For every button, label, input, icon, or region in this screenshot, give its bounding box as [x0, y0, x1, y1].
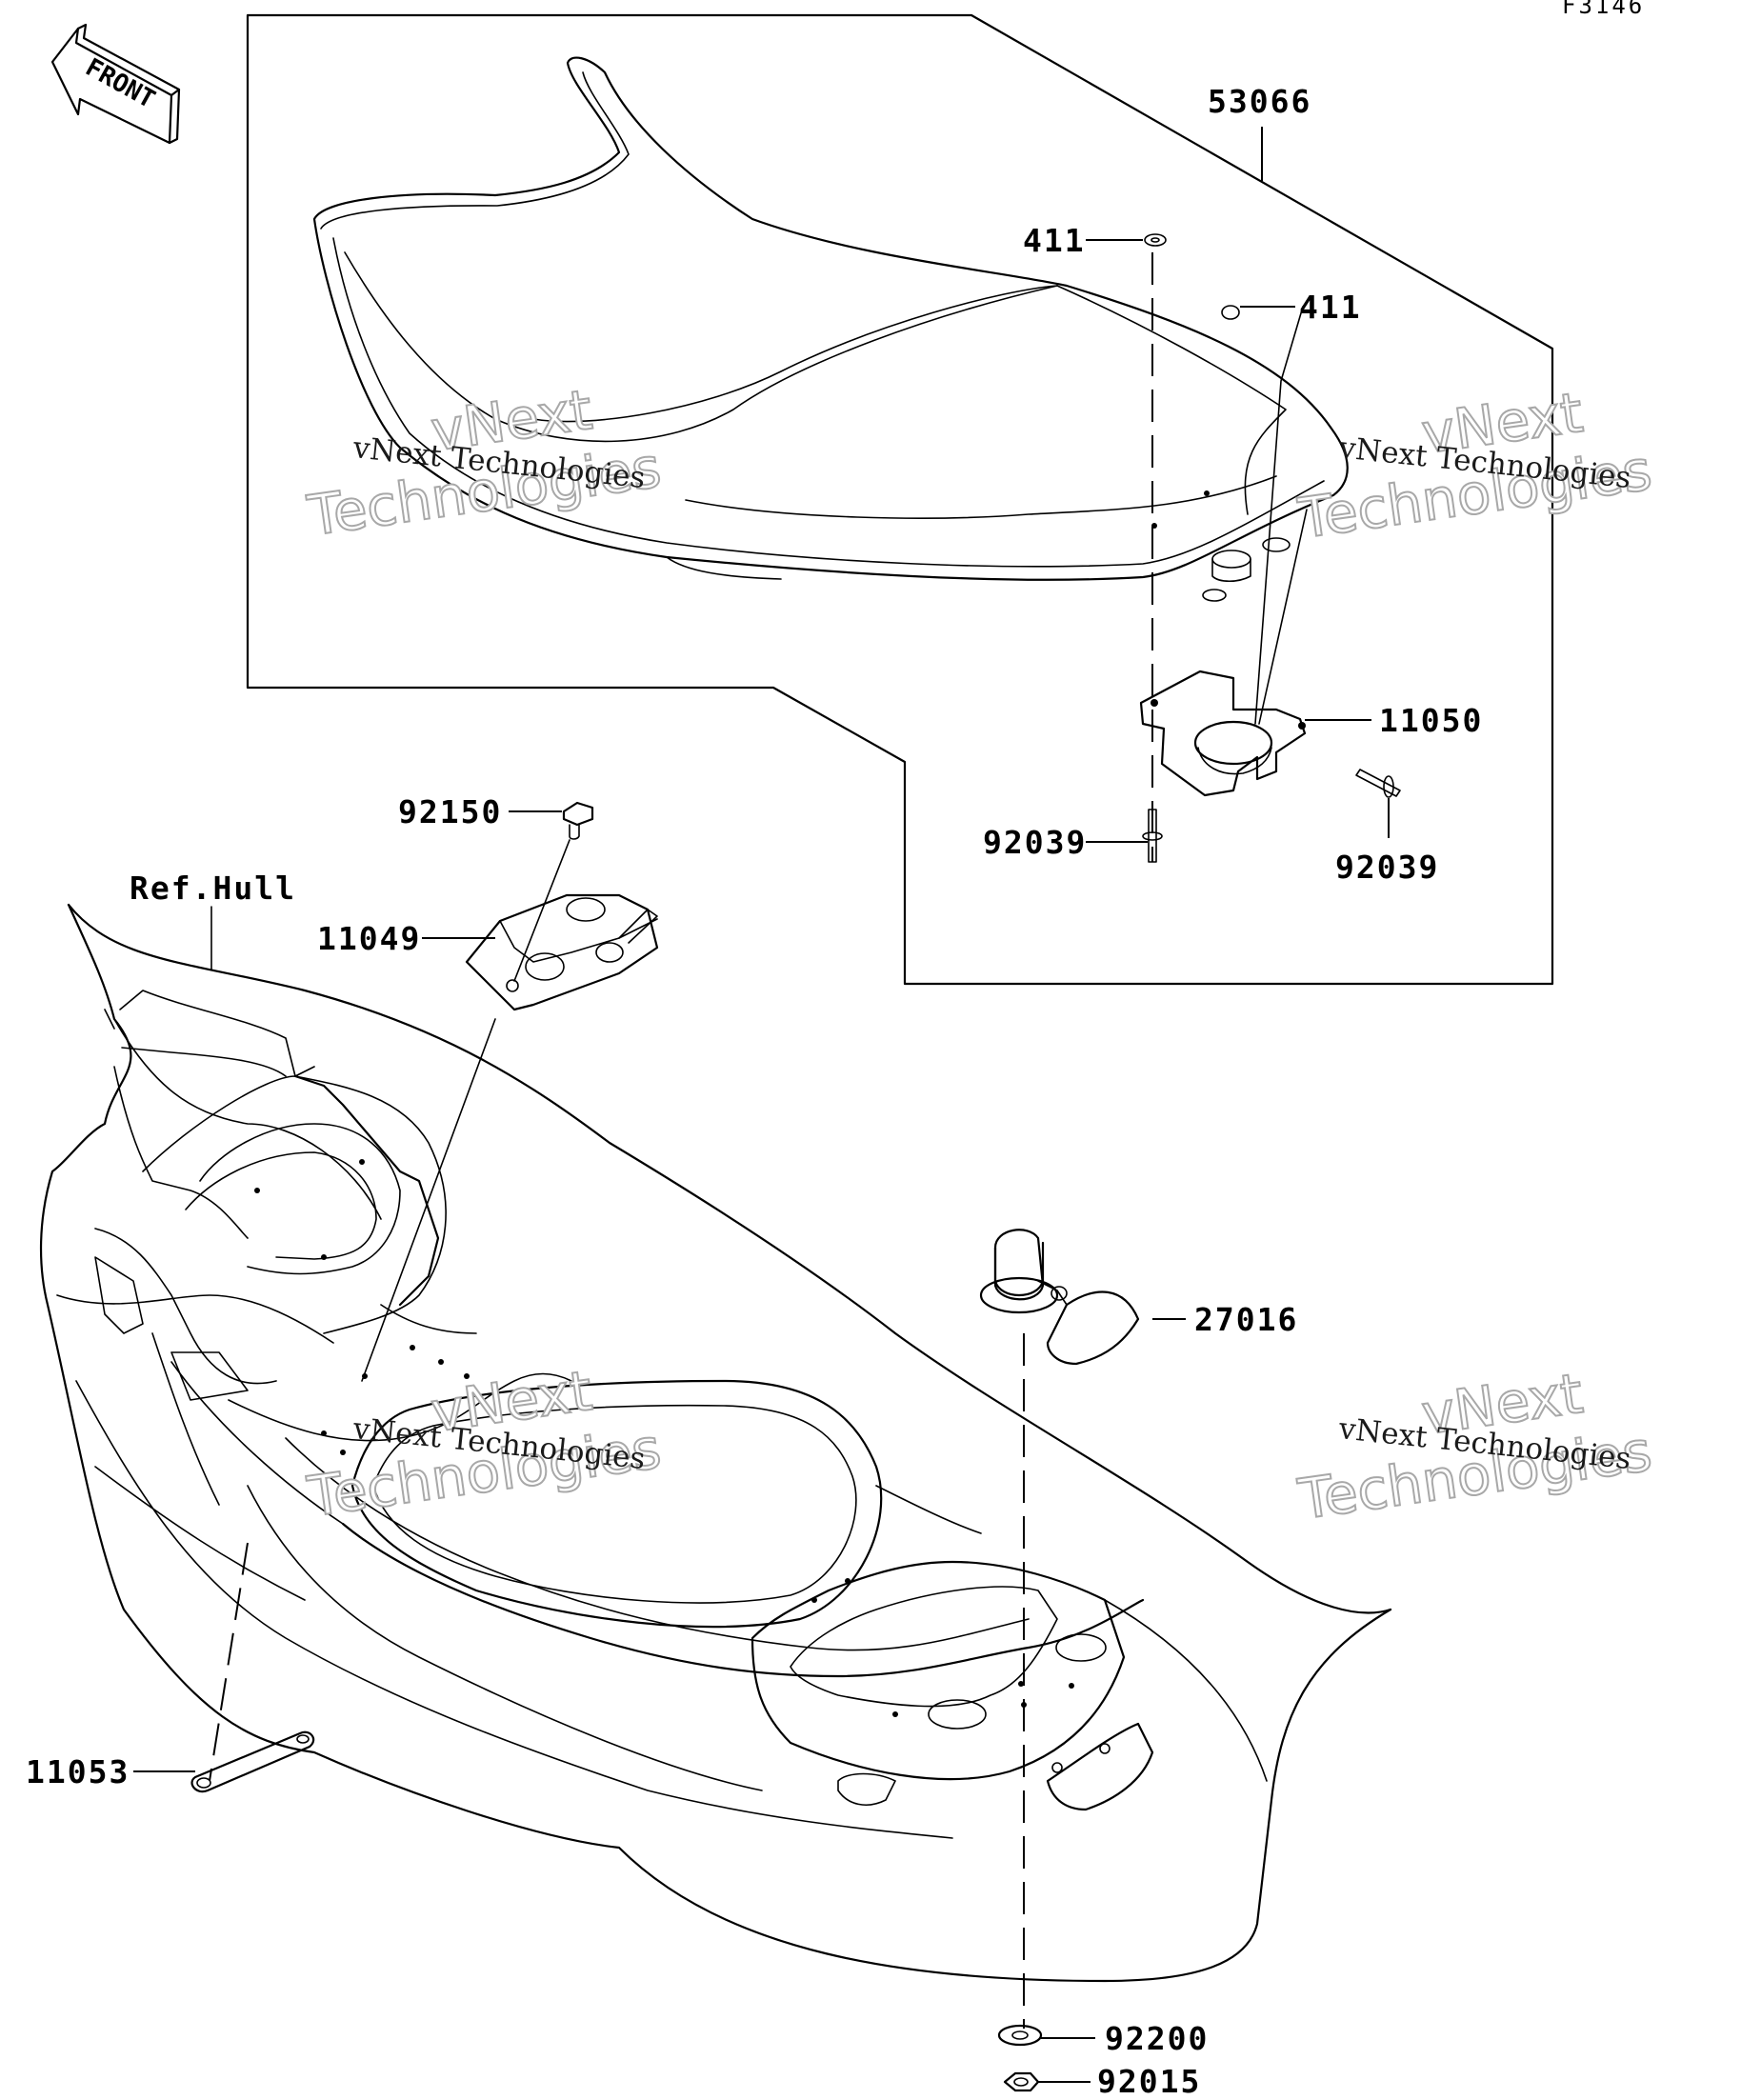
- leader-lines: [133, 127, 1390, 2083]
- seat-assembly-boundary: [246, 13, 1554, 986]
- part-number-92015: 92015: [1097, 2063, 1201, 2100]
- hull-illustration: [39, 903, 1392, 1983]
- diagram-code: F3146: [1562, 0, 1645, 19]
- nut-92015: [1003, 2071, 1040, 2092]
- assembly-line-seat-right: [1254, 306, 1308, 725]
- part-number-11053: 11053: [26, 1753, 130, 1790]
- assembly-line-11049: [361, 1018, 496, 1382]
- part-number-92039-left: 92039: [983, 824, 1087, 861]
- seat-illustration: [312, 56, 1349, 602]
- bracket-11049: [465, 893, 659, 1011]
- ref-hull-label: Ref.Hull: [130, 870, 296, 907]
- part-number-92039-right: 92039: [1335, 849, 1439, 886]
- pin-92039-right: [1355, 769, 1401, 798]
- part-number-92200: 92200: [1105, 2020, 1209, 2057]
- bolt-92150: [562, 801, 594, 840]
- light-27016: [979, 1229, 1140, 1366]
- washer-411-right: [1221, 305, 1240, 320]
- assembly-line-bolt: [513, 839, 570, 982]
- svg-text:vNext: vNext: [428, 377, 596, 464]
- front-arrow-icon: FRONT: [50, 23, 181, 145]
- part-number-11050: 11050: [1379, 702, 1483, 739]
- part-number-411-top: 411: [1023, 222, 1086, 259]
- part-number-53066: 53066: [1208, 83, 1311, 120]
- part-number-411-right: 411: [1299, 289, 1362, 326]
- washer-411-top: [1144, 233, 1167, 247]
- part-number-27016: 27016: [1194, 1301, 1298, 1338]
- part-number-11049: 11049: [317, 920, 421, 957]
- part-number-92150: 92150: [398, 793, 502, 830]
- assembly-line-strap: [209, 1542, 249, 1782]
- bracket-11050: [1139, 670, 1307, 797]
- strap-11053: [190, 1730, 315, 1793]
- washer-92200: [997, 2024, 1043, 2047]
